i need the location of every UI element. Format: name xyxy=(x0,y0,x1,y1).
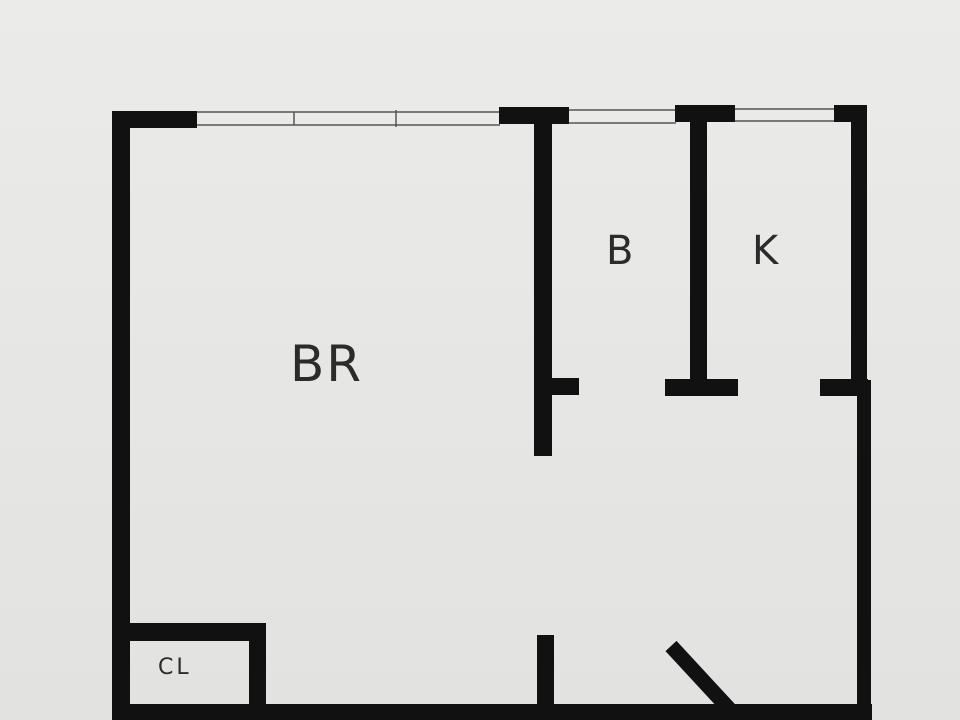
wall-right-upper xyxy=(851,105,867,380)
wall-bath-stub xyxy=(534,378,579,395)
wall-left xyxy=(112,111,130,720)
wall-bottom xyxy=(112,704,872,720)
room-label-bath: B xyxy=(606,228,636,274)
entry-door xyxy=(665,640,738,718)
wall-bath-west xyxy=(534,118,552,456)
wall-bath-kitchen xyxy=(690,116,707,386)
wall-closet-right xyxy=(249,623,266,720)
wall-closet-top xyxy=(112,623,265,641)
wall-right-lower xyxy=(857,380,871,720)
wall-bath-kitchen-foot xyxy=(665,379,738,396)
room-label-bedroom: BR xyxy=(290,335,364,393)
room-label-kitchen: K xyxy=(752,228,781,274)
wall-kitchen-stub xyxy=(820,379,868,396)
wall-entry-stub xyxy=(537,635,554,720)
window-bedroom xyxy=(195,110,500,127)
window-bath xyxy=(568,109,676,124)
wall-top-left-segment xyxy=(117,111,197,128)
room-label-closet: CL xyxy=(158,655,192,680)
window-kitchen xyxy=(734,108,835,122)
